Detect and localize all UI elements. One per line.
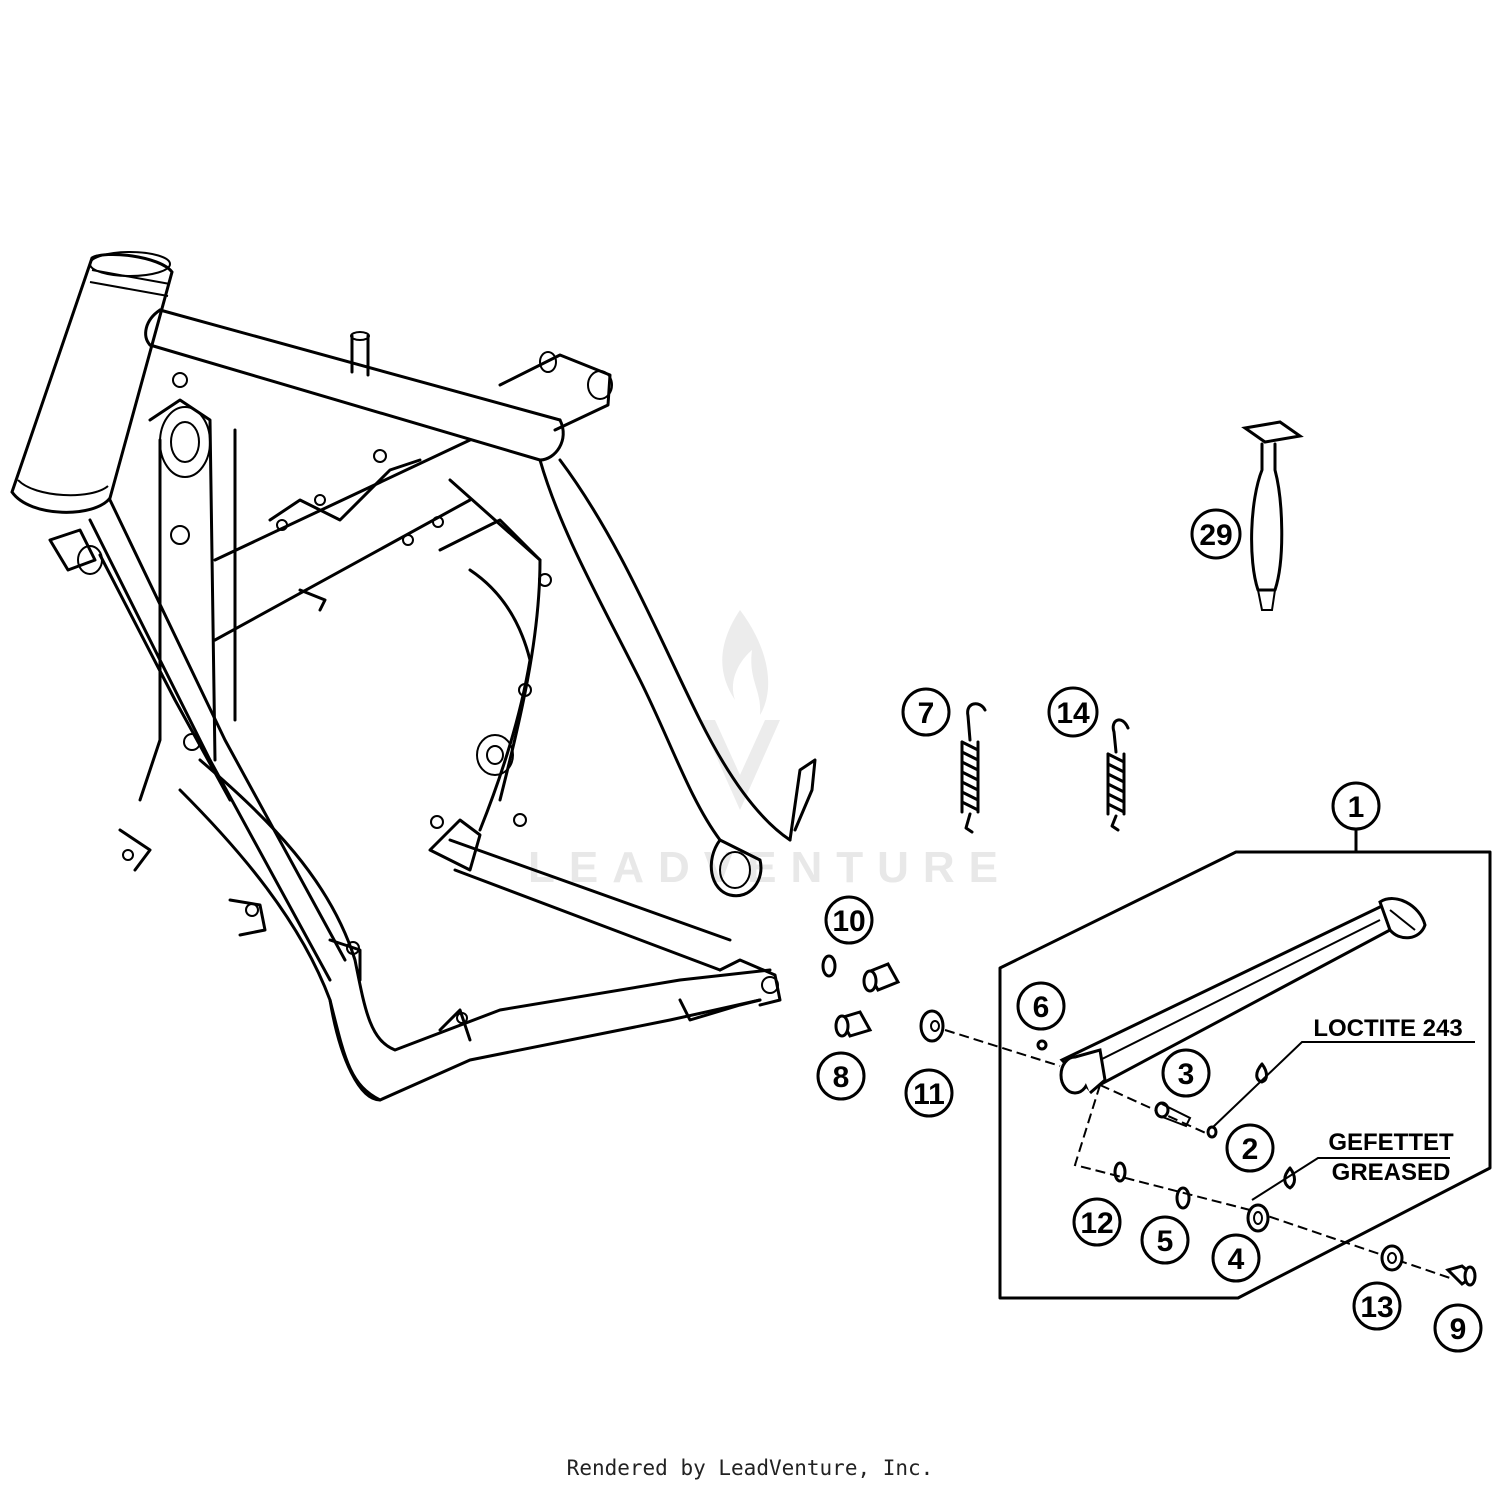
callout-10: 10 bbox=[824, 895, 874, 945]
svg-text:8: 8 bbox=[833, 1061, 850, 1094]
svg-text:3: 3 bbox=[1178, 1058, 1195, 1091]
svg-text:4: 4 bbox=[1228, 1243, 1245, 1276]
svg-text:11: 11 bbox=[913, 1078, 945, 1111]
grease-drop bbox=[1283, 1166, 1296, 1190]
part-11-washer bbox=[919, 1009, 945, 1043]
part-14-spring bbox=[1106, 718, 1130, 832]
callout-1: 1 bbox=[1331, 781, 1381, 831]
part-13-nut bbox=[1380, 1244, 1404, 1272]
watermark: LEADVENTURE bbox=[528, 610, 1012, 892]
svg-text:9: 9 bbox=[1450, 1313, 1467, 1346]
callout-12: 12 bbox=[1072, 1197, 1122, 1247]
loctite-drop bbox=[1255, 1062, 1268, 1084]
callout-11: 11 bbox=[904, 1068, 954, 1118]
svg-text:1: 1 bbox=[1348, 791, 1365, 824]
svg-text:5: 5 bbox=[1157, 1225, 1174, 1258]
part-9-screw bbox=[1445, 1264, 1477, 1287]
part-4-bushing bbox=[1246, 1203, 1270, 1233]
callout-9: 9 bbox=[1433, 1303, 1483, 1353]
callout-13: 13 bbox=[1352, 1281, 1402, 1331]
note-greased: GREASED bbox=[1332, 1159, 1451, 1186]
svg-text:6: 6 bbox=[1033, 991, 1050, 1024]
callout-14: 14 bbox=[1047, 686, 1099, 738]
callout-4: 4 bbox=[1211, 1233, 1261, 1283]
svg-text:13: 13 bbox=[1360, 1291, 1393, 1324]
callout-5: 5 bbox=[1140, 1215, 1190, 1265]
svg-text:29: 29 bbox=[1199, 519, 1232, 552]
svg-text:12: 12 bbox=[1080, 1207, 1113, 1240]
part-29-strap bbox=[1241, 420, 1304, 611]
part-5-oring bbox=[1175, 1186, 1191, 1210]
part-3-bolt bbox=[1154, 1101, 1218, 1139]
part-bolt-upper bbox=[862, 962, 901, 993]
svg-text:7: 7 bbox=[918, 697, 935, 730]
part-12-oring bbox=[1113, 1161, 1127, 1183]
callout-6: 6 bbox=[1016, 981, 1066, 1031]
part-1-side-stand bbox=[1059, 897, 1427, 1095]
callout-7: 7 bbox=[901, 687, 951, 737]
note-gefettet: GEFETTET bbox=[1328, 1129, 1454, 1156]
callout-3: 3 bbox=[1161, 1048, 1211, 1098]
svg-text:14: 14 bbox=[1056, 697, 1090, 730]
svg-text:10: 10 bbox=[832, 905, 865, 938]
part-7-spring bbox=[960, 702, 987, 834]
render-credit: Rendered by LeadVenture, Inc. bbox=[566, 1456, 934, 1480]
part-8-bolt bbox=[834, 1010, 873, 1038]
kit-1-outline bbox=[998, 850, 1492, 1300]
svg-text:2: 2 bbox=[1242, 1133, 1259, 1166]
frame-illustration bbox=[10, 251, 817, 1102]
callout-2: 2 bbox=[1225, 1123, 1275, 1173]
callout-8: 8 bbox=[816, 1051, 866, 1101]
part-10-oring bbox=[821, 954, 837, 978]
part-6-ball bbox=[1036, 1039, 1048, 1051]
callout-29: 29 bbox=[1190, 508, 1242, 560]
watermark-text: LEADVENTURE bbox=[528, 843, 1012, 892]
note-loctite: LOCTITE 243 bbox=[1313, 1015, 1462, 1042]
